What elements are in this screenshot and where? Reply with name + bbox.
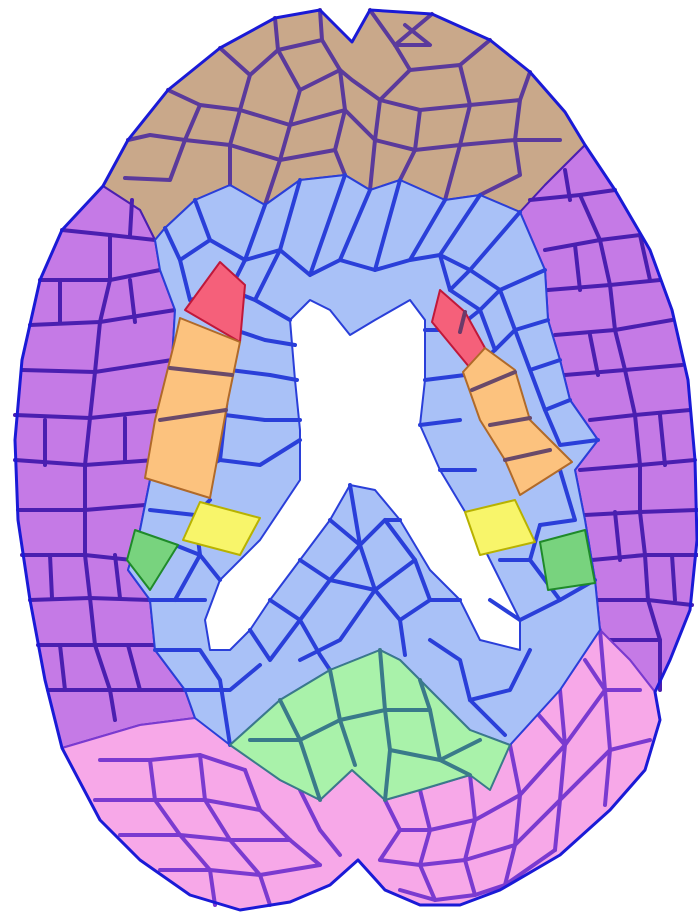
right-green-structure (540, 530, 595, 590)
right-green-shape (540, 530, 595, 590)
